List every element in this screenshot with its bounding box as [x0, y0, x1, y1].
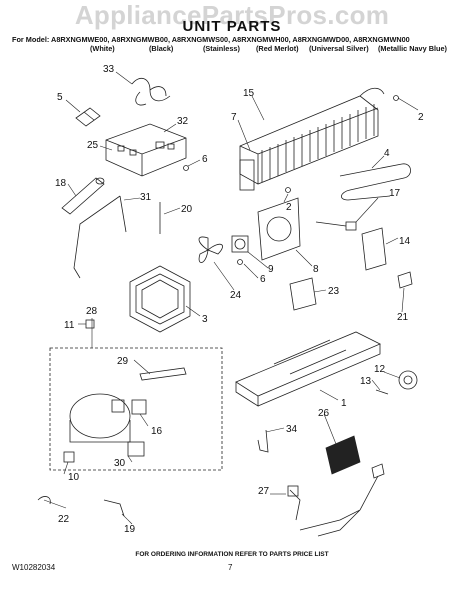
callout-29: 29: [117, 356, 129, 367]
leader-lines: [43, 71, 419, 525]
callout-33: 33: [103, 64, 115, 75]
part-mount-bracket: [257, 429, 269, 453]
callout-24: 24: [230, 290, 242, 301]
part-label-sheet: [325, 435, 361, 475]
callout-31: 31: [140, 192, 152, 203]
part-drain-hose: [103, 499, 125, 517]
color-black: (Black): [149, 44, 174, 53]
part-screw-6a: [183, 165, 189, 171]
model-list: For Model: A8RXNGMWE00, A8RXNGMWB00, A8R…: [12, 35, 410, 44]
part-compressor: [69, 393, 131, 443]
callout-9: 9: [268, 264, 274, 275]
callout-10: 10: [68, 472, 80, 483]
document-number: W10282034: [12, 563, 56, 572]
color-metallic-navy-blue: (Metallic Navy Blue): [378, 44, 447, 53]
callout-14: 14: [399, 236, 411, 247]
part-overload: [131, 399, 147, 415]
color-stainless: (Stainless): [203, 44, 240, 53]
callout-8: 8: [313, 264, 319, 275]
color-universal-silver: (Universal Silver): [309, 44, 369, 53]
callout-16: 16: [151, 426, 163, 437]
callout-1: 1: [341, 398, 347, 409]
page-title: UNIT PARTS: [182, 18, 282, 35]
callout-22: 22: [58, 514, 70, 525]
color-white: (White): [90, 44, 115, 53]
part-compressor-group: [49, 347, 223, 471]
part-fan-shroud: [257, 197, 301, 261]
part-power-cord: [287, 463, 385, 537]
part-tube: [73, 195, 127, 279]
callout-17: 17: [389, 188, 401, 199]
callout-27: 27: [258, 486, 270, 497]
part-grommet: [63, 451, 75, 463]
callout-5: 5: [57, 92, 63, 103]
callout-19: 19: [124, 524, 136, 535]
callout-21: 21: [397, 312, 409, 323]
part-start-relay: [139, 367, 187, 381]
part-sensor: [315, 221, 357, 231]
part-roller: [61, 177, 105, 215]
callout-11: 11: [64, 320, 75, 331]
callout-7: 7: [231, 112, 237, 123]
callout-34: 34: [286, 424, 298, 435]
part-screw-13: [375, 389, 389, 395]
part-bracket: [397, 271, 413, 289]
callout-23: 23: [328, 286, 340, 297]
part-fan-blade: [198, 236, 223, 263]
ordering-info: FOR ORDERING INFORMATION REFER TO PARTS …: [135, 551, 329, 558]
callout-28: 28: [86, 306, 98, 317]
callout-26: 26: [318, 408, 330, 419]
callout-32: 32: [177, 116, 189, 127]
callout-2a: 2: [418, 112, 424, 123]
color-red-merlot: (Red Merlot): [256, 44, 299, 53]
part-clip: [75, 107, 101, 127]
callout-labels: 33 5 32 25 6 15 7 2 4 2 18 31 20 17 14 8…: [55, 64, 424, 535]
watermark: AppliancePartsPros.com: [74, 0, 390, 30]
callout-15: 15: [243, 88, 255, 99]
part-foam-pad: [361, 227, 387, 271]
part-foam-block: [289, 277, 317, 311]
part-screw-2b: [285, 187, 291, 193]
part-screw-2a: [393, 95, 399, 101]
part-condenser-coil: [239, 87, 385, 191]
part-relay-box: [127, 441, 145, 457]
part-base-pan: [235, 331, 381, 407]
part-condenser-box: [129, 265, 191, 333]
part-roller-wheel: [398, 370, 418, 390]
callout-3: 3: [202, 314, 208, 325]
callout-6b: 6: [260, 274, 266, 285]
callout-4: 4: [384, 148, 390, 159]
callout-30: 30: [114, 458, 126, 469]
callout-6a: 6: [202, 154, 208, 165]
part-screw-6b: [237, 259, 243, 265]
part-control-box: [105, 123, 187, 177]
callout-12: 12: [374, 364, 386, 375]
callout-13: 13: [360, 376, 372, 387]
part-drain-tube: [339, 163, 411, 201]
page-number: 7: [228, 563, 233, 572]
callout-20: 20: [181, 204, 193, 215]
callout-2b: 2: [286, 202, 292, 213]
callout-25: 25: [87, 140, 99, 151]
part-clip-small: [85, 319, 95, 329]
callout-18: 18: [55, 178, 67, 189]
part-fan-motor: [231, 235, 249, 253]
part-wire-harness: [131, 77, 171, 106]
